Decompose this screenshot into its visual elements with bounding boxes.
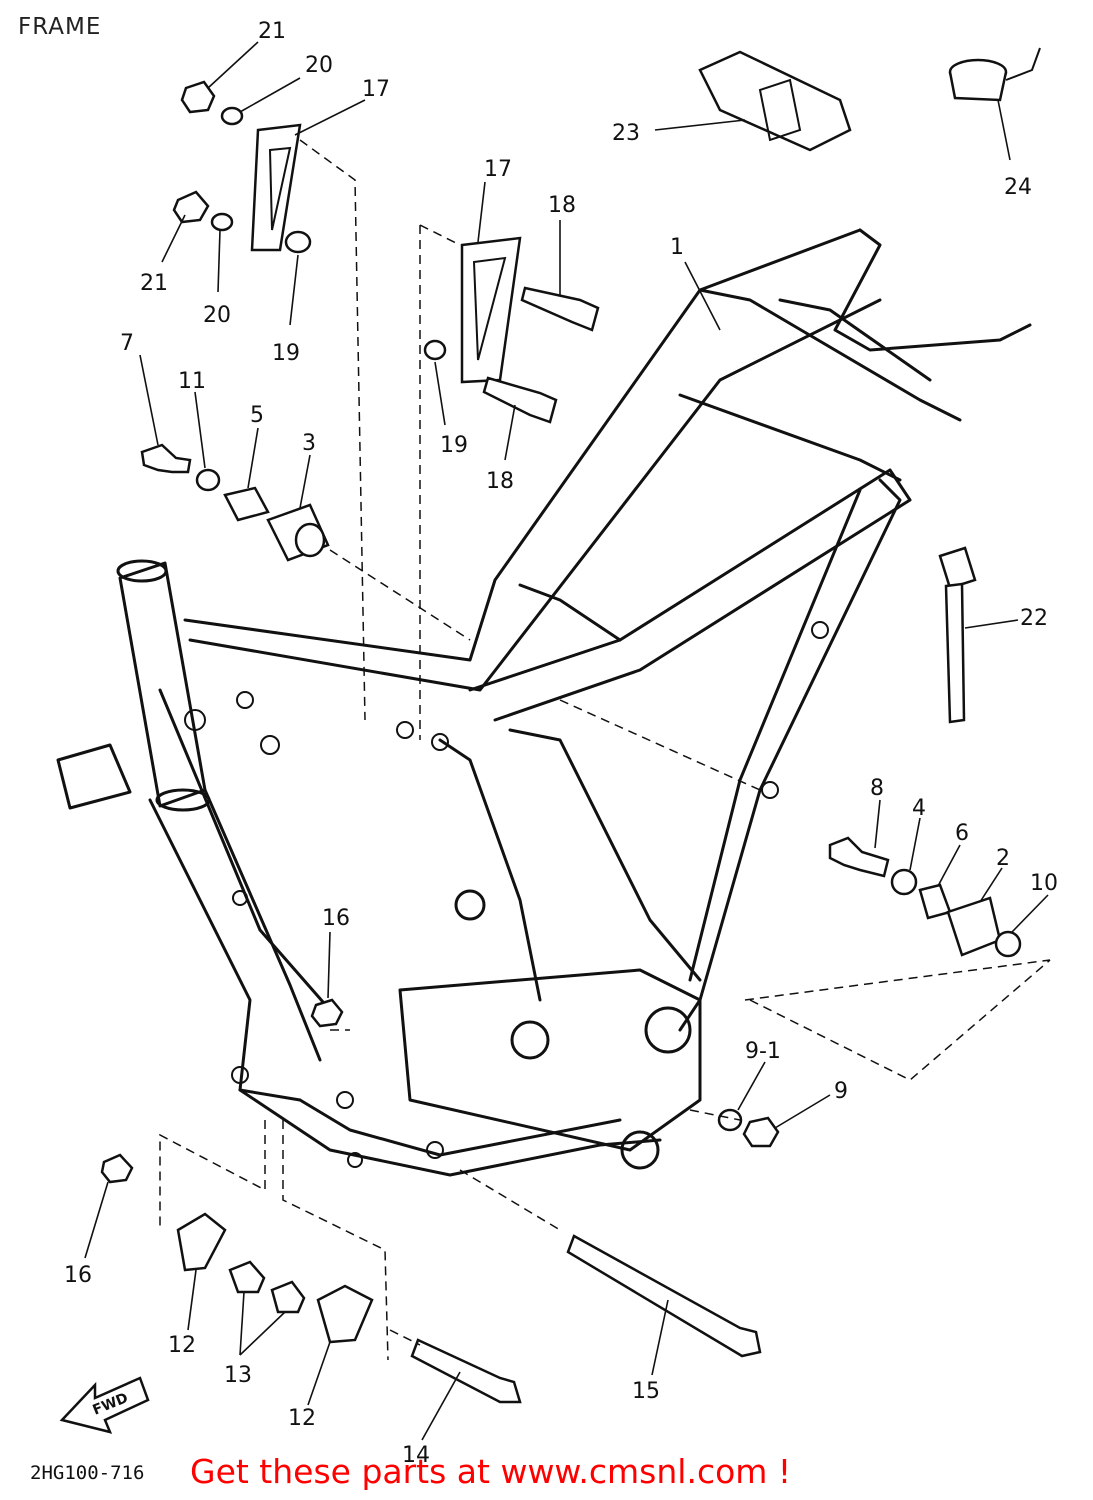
callout-21-top: 21 [258,19,286,44]
promo-link[interactable]: Get these parts at www.cmsnl.com ! [190,1452,792,1491]
callout-17-left: 17 [362,77,390,102]
callout-17-right: 17 [484,157,512,182]
callout-22: 22 [1020,606,1048,631]
callout-13: 13 [224,1363,252,1388]
callout-9-1: 9-1 [745,1039,781,1064]
callout-23: 23 [612,121,640,146]
leader-lines [84,41,1049,1441]
callout-12-right: 12 [288,1406,316,1431]
callout-14: 14 [402,1443,430,1468]
callout-15: 15 [632,1379,660,1404]
callout-9: 9 [834,1079,848,1104]
callout-20-lower: 20 [203,303,231,328]
callout-6: 6 [955,821,969,846]
drawing-code: 2HG100-716 [30,1462,145,1484]
fwd-arrow-icon: FWD [59,1376,150,1434]
page-title: FRAME [18,14,102,40]
assembly-guides [159,139,1051,1361]
main-frame [56,228,1032,1177]
callout-20-top: 20 [305,53,333,78]
callout-19-left: 19 [272,341,300,366]
callout-11: 11 [178,369,206,394]
callout-10: 10 [1030,871,1058,896]
loose-parts [100,47,1041,1404]
callout-4: 4 [912,796,926,821]
callout-1: 1 [670,235,684,260]
callout-19-right: 19 [440,433,468,458]
callout-18-upper: 18 [548,193,576,218]
callout-8: 8 [870,776,884,801]
callout-24: 24 [1004,175,1032,200]
callout-21-lower: 21 [140,271,168,296]
callout-7: 7 [120,331,134,356]
callout-16-upper: 16 [322,906,350,931]
callout-2: 2 [996,846,1010,871]
callout-18-lower: 18 [486,469,514,494]
callout-16-lower: 16 [64,1263,92,1288]
callout-12-left: 12 [168,1333,196,1358]
callout-5: 5 [250,403,264,428]
callout-labels: 1 2 3 4 5 6 7 8 9 9-1 10 11 12 12 13 14 … [64,19,1058,1468]
callout-3: 3 [302,431,316,456]
